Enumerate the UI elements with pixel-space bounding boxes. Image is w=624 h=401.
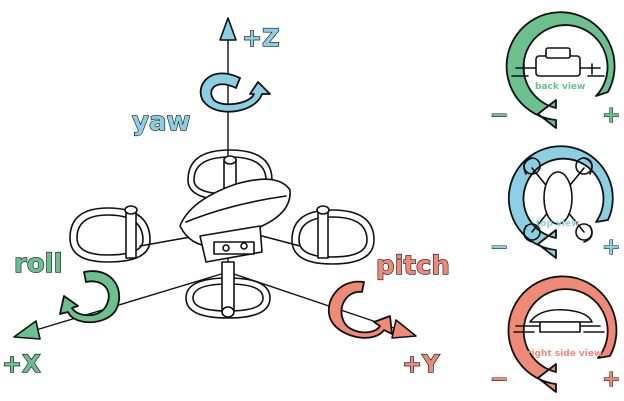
x-axis-label: +X bbox=[2, 350, 41, 378]
drone-illustration bbox=[69, 149, 375, 319]
right-side-view-plus: + bbox=[602, 367, 620, 392]
right-side-view-minus: − bbox=[490, 367, 508, 392]
roll-label: roll bbox=[14, 249, 63, 279]
yaw-rotation-arrow bbox=[199, 72, 271, 113]
pitch-rotation-arrow bbox=[327, 280, 393, 339]
z-axis-arrowhead bbox=[219, 17, 237, 41]
right-side-view-panel: right side view − + bbox=[490, 275, 621, 393]
top-view-plus: + bbox=[602, 235, 620, 260]
roll-rotation-arrow bbox=[59, 270, 121, 324]
y-axis-label: +Y bbox=[402, 350, 440, 378]
back-view-panel: back view − + bbox=[490, 11, 621, 129]
back-view-plus: + bbox=[602, 103, 620, 128]
right-side-view-ring bbox=[507, 275, 618, 393]
back-view-caption: back view bbox=[535, 82, 585, 92]
top-view-caption: top view bbox=[536, 219, 579, 229]
pitch-label: pitch bbox=[376, 251, 450, 281]
x-axis-arrowhead bbox=[13, 320, 41, 340]
z-axis-label: +Z bbox=[242, 24, 280, 52]
yaw-label: yaw bbox=[132, 107, 191, 137]
y-axis-arrowhead bbox=[391, 319, 417, 339]
top-view-ring bbox=[507, 145, 614, 259]
right-side-view-caption: right side view bbox=[527, 349, 602, 359]
top-view-panel: top view − + bbox=[490, 145, 621, 261]
back-view-minus: − bbox=[490, 103, 508, 128]
top-view-minus: − bbox=[490, 235, 508, 260]
